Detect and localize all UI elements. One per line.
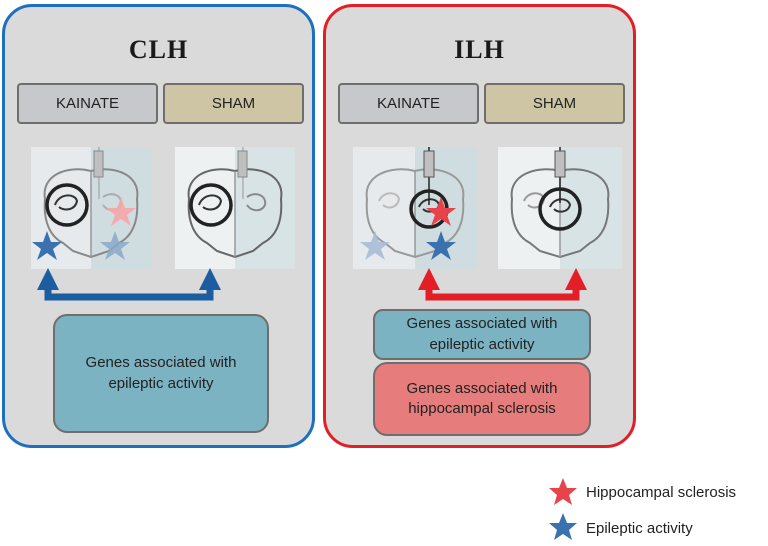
clh-kainate-label: KAINATE (17, 83, 158, 124)
clh-sham-label: SHAM (163, 83, 304, 124)
ilh-sham-brain-icon (498, 147, 622, 269)
epi-star-icon (549, 513, 577, 540)
ilh-genes-hs-box: Genes associated with hippocampal sclero… (373, 362, 591, 436)
clh-comparison-arrow (37, 268, 221, 301)
ilh-sham-label: SHAM (484, 83, 625, 124)
ilh-title: ILH (454, 35, 505, 64)
hs-star-icon (549, 478, 577, 505)
ilh-kainate-label: KAINATE (338, 83, 479, 124)
clh-genes-epileptic-box: Genes associated with epileptic activity (53, 314, 269, 433)
clh-sham-brain-icon (175, 147, 295, 269)
clh-title: CLH (128, 35, 189, 64)
ilh-genes-epileptic-box: Genes associated with epileptic activity (373, 309, 591, 360)
clh-panel: CLH KAINATE SHAM Genes associated with e… (2, 4, 315, 448)
clh-kainate-brain-icon (31, 147, 151, 269)
legend-hs-label: Hippocampal sclerosis (586, 484, 737, 501)
ilh-comparison-arrow (418, 268, 587, 301)
ilh-panel: ILH KAINATE SHAM Genes associated with e… (323, 4, 636, 448)
legend-epi-label: Epileptic activity (586, 520, 693, 537)
ilh-kainate-brain-icon (353, 147, 477, 269)
